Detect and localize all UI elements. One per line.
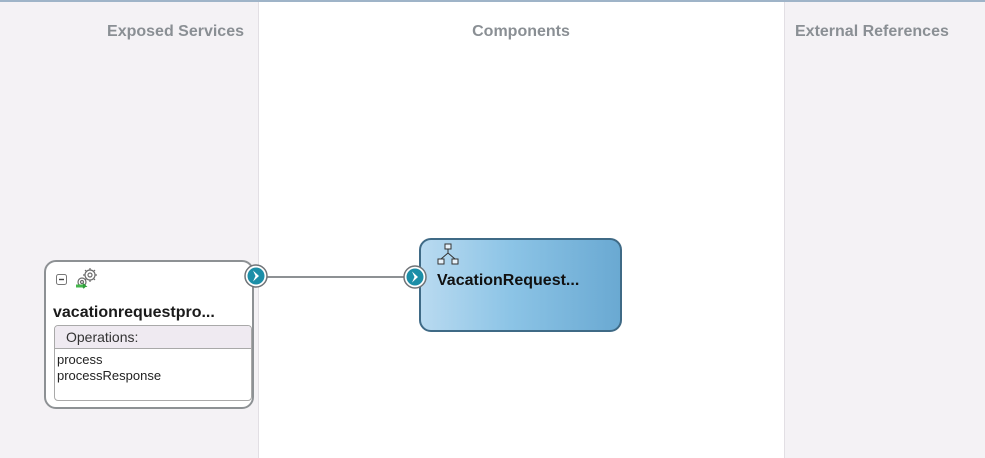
component-name: VacationRequest... [437, 272, 580, 289]
operation-item[interactable]: processResponse [57, 368, 162, 383]
service-to-component-wire[interactable] [265, 276, 410, 278]
operations-panel: Operations: process processResponse [54, 325, 252, 401]
exposed-service-node[interactable]: vacationrequestpro... Operations: proces… [44, 260, 254, 409]
exposed-services-title: Exposed Services [107, 23, 244, 40]
service-gear-icon [76, 268, 97, 289]
external-references-title: External References [795, 23, 949, 40]
external-references-lane: External References [784, 2, 985, 458]
components-lane: Components [259, 2, 783, 458]
service-reference-port-icon[interactable] [244, 264, 268, 288]
service-name: vacationrequestpro... [53, 304, 215, 321]
bpel-process-icon [437, 243, 459, 265]
component-service-port-icon[interactable] [403, 265, 427, 289]
collapse-icon[interactable] [56, 274, 67, 285]
operations-header: Operations: [55, 326, 251, 349]
operation-item[interactable]: process [57, 352, 103, 367]
components-title: Components [472, 23, 570, 40]
top-divider [0, 0, 985, 2]
vacation-request-component[interactable]: VacationRequest... [419, 238, 622, 332]
